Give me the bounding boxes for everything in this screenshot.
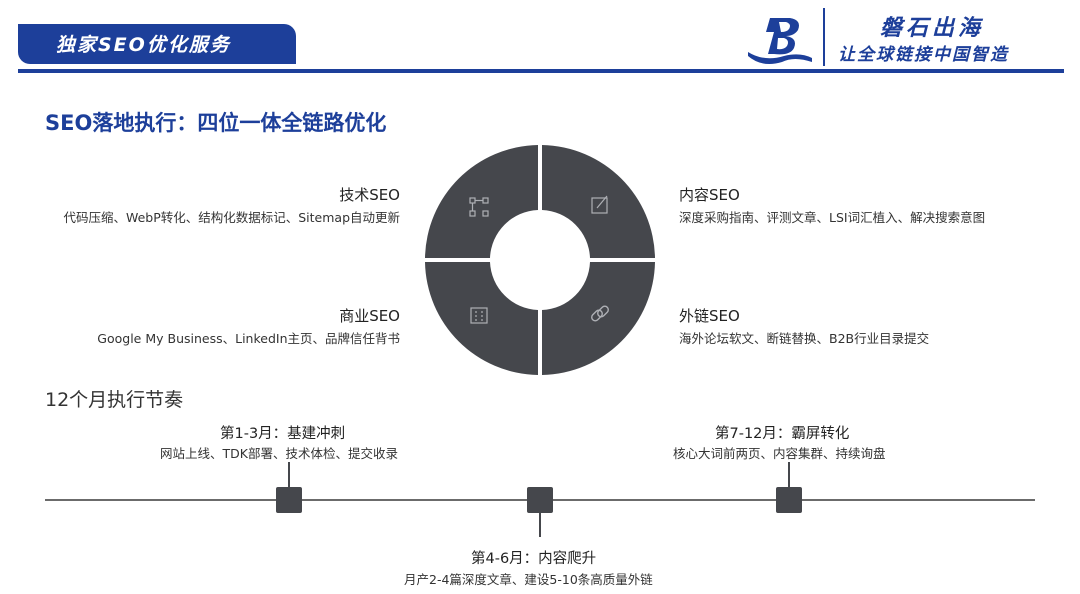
header-divider-line — [18, 69, 1064, 73]
quadrant-title-business: 商业SEO — [339, 307, 400, 325]
phase-2-marker — [527, 487, 553, 513]
four-part-donut — [425, 145, 655, 375]
donut-segment-business — [425, 262, 538, 375]
phase-1-desc: 网站上线、TDK部署、技术体检、提交收录 — [160, 446, 398, 461]
quadrant-title-links: 外链SEO — [679, 307, 740, 325]
nodes-icon — [469, 197, 489, 217]
brand-slogan: 让全球链接中国智造 — [838, 45, 1009, 65]
page-title: SEO落地执行：四位一体全链路优化 — [45, 111, 387, 135]
phase-3-title: 第7-12月：霸屏转化 — [715, 426, 850, 442]
quadrant-desc-links: 海外论坛软文、断链替换、B2B行业目录提交 — [679, 331, 930, 346]
phase-2-connector — [539, 513, 541, 537]
quadrant-title-content: 内容SEO — [679, 186, 740, 204]
brand-name: 磐石出海 — [880, 16, 985, 41]
header-banner — [18, 24, 296, 64]
phase-1-marker — [276, 487, 302, 513]
building-icon — [470, 307, 488, 324]
phase-3-desc: 核心大词前两页、内容集群、持续询盘 — [673, 446, 886, 461]
edit-icon — [591, 195, 608, 214]
link-icon — [591, 305, 609, 322]
quadrant-desc-technical: 代码压缩、WebP转化、结构化数据标记、Sitemap自动更新 — [63, 210, 400, 225]
phase-3-connector — [788, 462, 790, 487]
donut-segment-technical — [425, 145, 538, 258]
phase-2-desc: 月产2-4篇深度文章、建设5-10条高质量外链 — [404, 572, 653, 587]
phase-3-marker — [776, 487, 802, 513]
banner-title: 独家SEO优化服务 — [56, 34, 231, 56]
phase-1-title: 第1-3月：基建冲刺 — [220, 426, 346, 442]
quadrant-desc-business: Google My Business、LinkedIn主页、品牌信任背书 — [97, 331, 400, 346]
brand-logo-icon — [748, 18, 812, 64]
phase-2-title: 第4-6月：内容爬升 — [471, 551, 597, 567]
quadrant-title-technical: 技术SEO — [339, 186, 400, 204]
logo-divider — [823, 8, 825, 66]
donut-segment-content — [542, 145, 655, 258]
phase-1-connector — [288, 462, 290, 487]
timeline-title: 12个月执行节奏 — [45, 389, 184, 411]
quadrant-desc-content: 深度采购指南、评测文章、LSI词汇植入、解决搜索意图 — [679, 210, 986, 225]
